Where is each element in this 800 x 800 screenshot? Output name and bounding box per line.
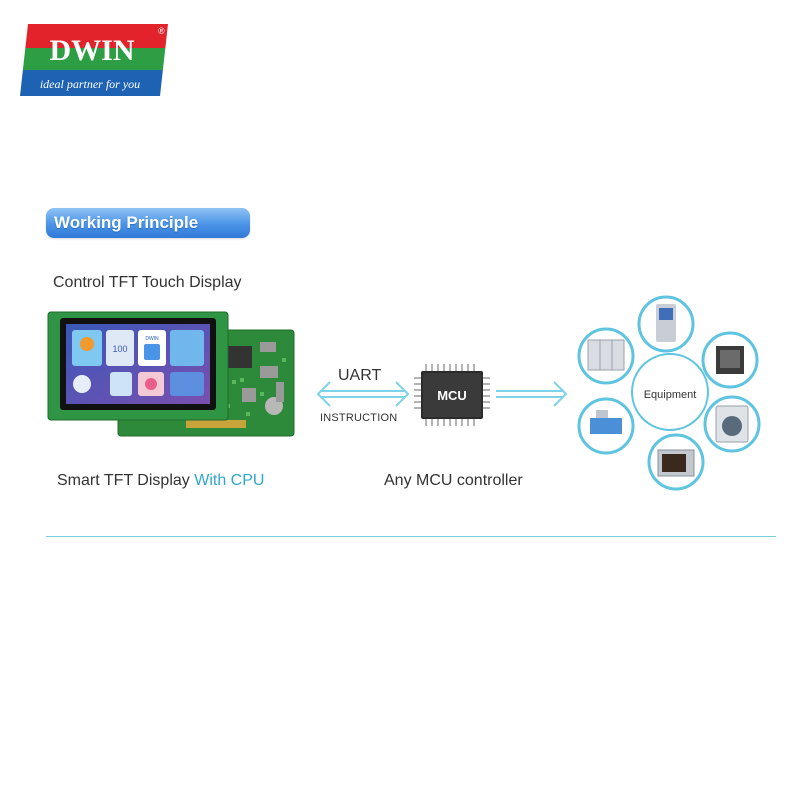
washing-machine-icon — [703, 395, 761, 453]
section-title-badge: Working Principle — [46, 208, 250, 238]
mcu-chip-image: MCU — [414, 364, 490, 426]
right-arrow-icon — [496, 381, 568, 407]
caption-left-plain: Smart TFT Display — [57, 472, 190, 489]
caption-left-accent: With CPU — [194, 472, 265, 489]
logo-tagline: ideal partner for you — [40, 77, 140, 91]
dwin-logo: DWIN ® ideal partner for you — [20, 24, 168, 96]
caption-mcu-controller: Any MCU controller — [384, 472, 523, 489]
screen-value: 100 — [112, 344, 127, 354]
divider-line — [46, 536, 776, 537]
oven-icon — [647, 433, 705, 491]
caption-smart-tft-display: Smart TFT Display With CPU — [57, 472, 264, 490]
equipment-label: Equipment — [644, 389, 697, 401]
cabinet-icon — [577, 327, 635, 385]
uart-label: UART — [338, 367, 382, 384]
printer-icon — [701, 331, 759, 389]
kiosk-icon — [637, 295, 695, 353]
mcu-label: MCU — [437, 388, 467, 403]
section-title: Working Principle — [54, 213, 199, 232]
instruction-label: INSTRUCTION — [320, 412, 398, 424]
equipment-cluster: Equipment — [577, 295, 761, 491]
tft-display-module-image: 100 DWIN — [47, 311, 295, 437]
diagram-heading: Control TFT Touch Display — [53, 274, 242, 291]
screen-logo: DWIN — [145, 336, 159, 342]
lab-equipment-icon — [577, 397, 635, 455]
logo-registered-mark: ® — [158, 26, 165, 36]
logo-brand: DWIN — [49, 34, 134, 67]
bidirectional-arrow-icon — [316, 381, 410, 407]
